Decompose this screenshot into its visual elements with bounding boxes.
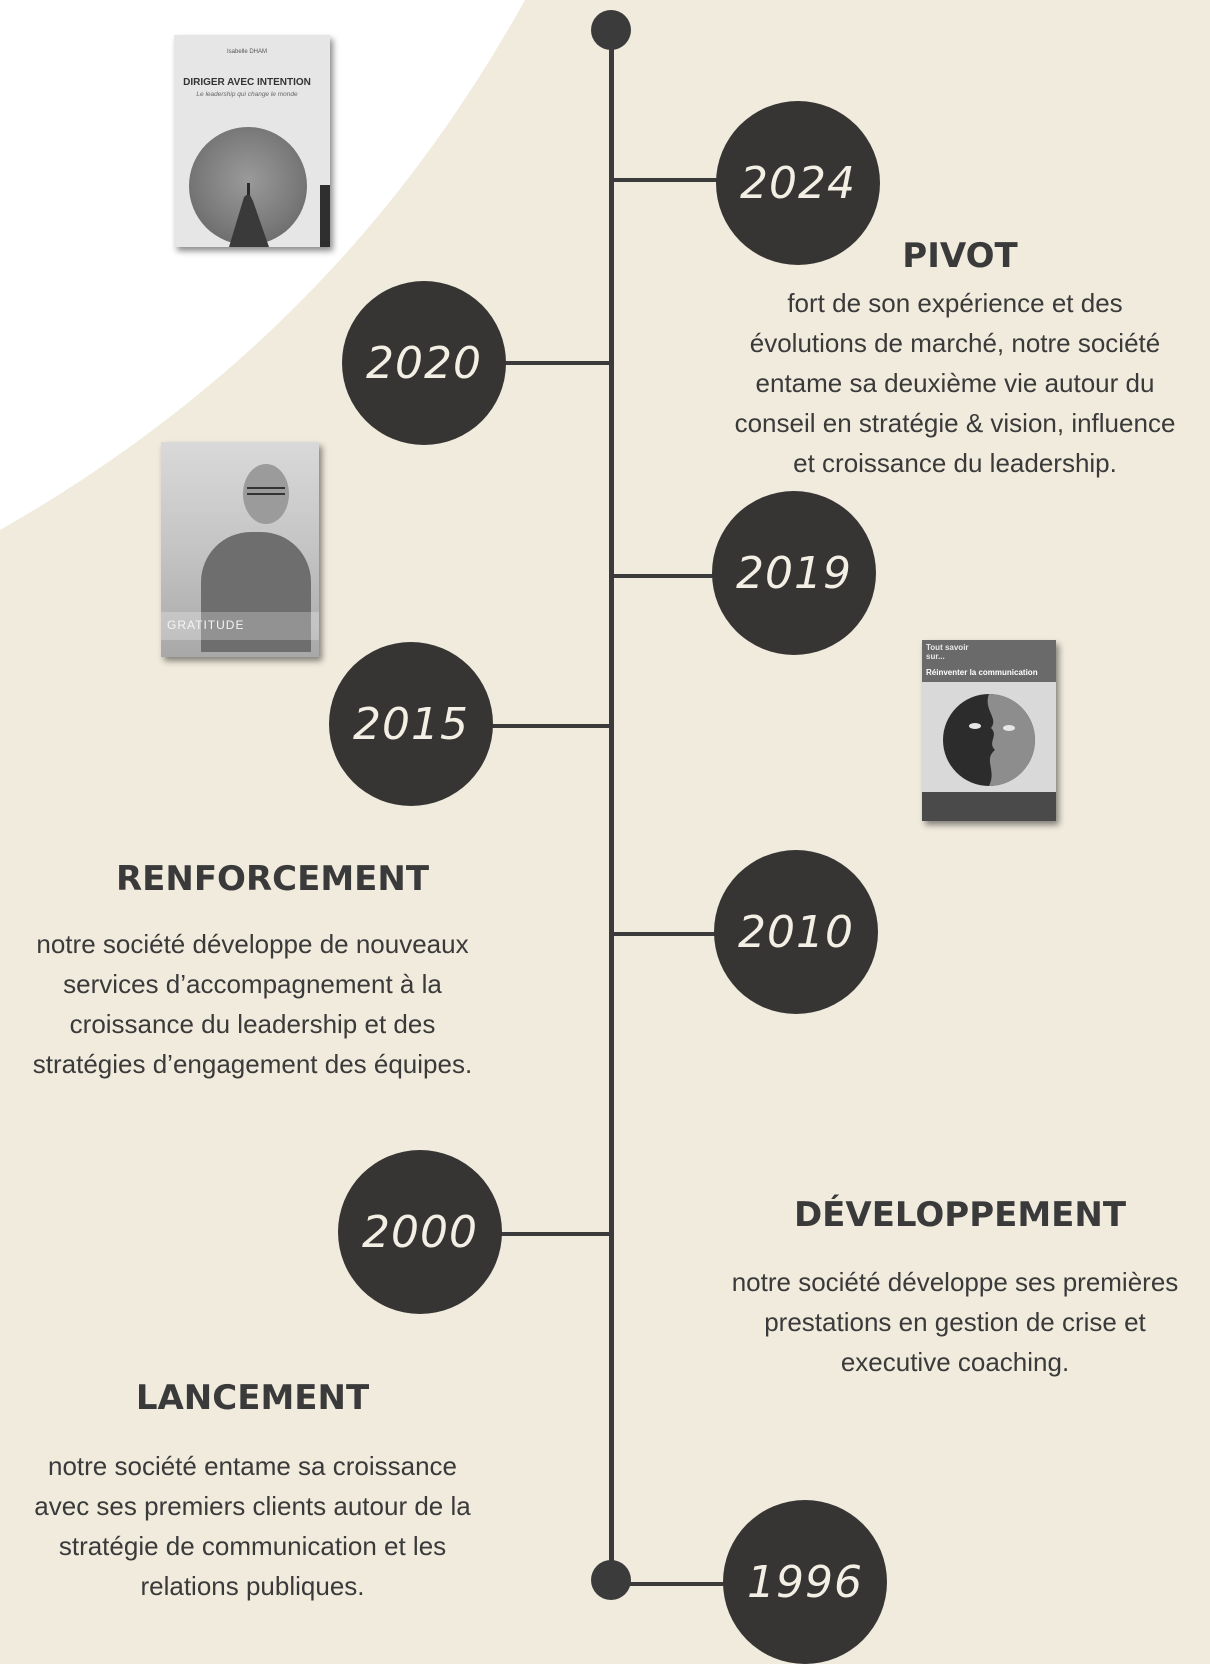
book-cover-diriger: Isabelle DHAM DIRIGER AVEC INTENTION Le … [174, 35, 330, 247]
year-label: 2019 [736, 547, 852, 599]
connector-2024 [612, 178, 724, 182]
year-circle-2024: 2024 [716, 101, 880, 265]
text-line: fort de son expérience et des [787, 288, 1123, 318]
connector-2015 [491, 724, 612, 728]
portrait-title-band [161, 612, 319, 640]
year-label: 2024 [740, 157, 856, 209]
book-footer-band [922, 792, 1056, 821]
text-line: stratégies d’engagement des équipes. [32, 1049, 473, 1079]
text-line: croissance du leadership et des [69, 1009, 436, 1039]
portrait-glasses [247, 487, 285, 495]
book-title: Réinventer la communication [926, 668, 1038, 677]
text-line: notre société développe de nouveaux [36, 929, 469, 959]
year-label: 2000 [362, 1206, 478, 1258]
year-label: 2015 [353, 698, 469, 750]
timeline-end-dot [591, 1560, 631, 1600]
year-circle-2010: 2010 [714, 850, 878, 1014]
section-text-lancement: notre société entame sa croissance avec … [0, 1446, 505, 1606]
text-line: services d’accompagnement à la [63, 969, 442, 999]
text-line: évolutions de marché, notre société [749, 328, 1161, 358]
portrait-person-body [201, 532, 311, 652]
year-circle-2020: 2020 [342, 281, 506, 445]
year-circle-1996: 1996 [723, 1500, 887, 1664]
book-spine-band [320, 185, 330, 247]
text-line: entame sa deuxième vie autour du [755, 368, 1155, 398]
section-title-renforcement: RENFORCEMENT [115, 859, 430, 899]
connector-2020 [505, 361, 612, 365]
text-line: conseil en stratégie & vision, influence [734, 408, 1176, 438]
book-cover-communication: Tout savoir sur... Réinventer la communi… [922, 640, 1056, 821]
section-text-renforcement: notre société développe de nouveaux serv… [0, 924, 505, 1084]
year-circle-2015: 2015 [329, 642, 493, 806]
year-label: 1996 [747, 1556, 863, 1608]
section-title-developpement: DÉVELOPPEMENT [793, 1195, 1127, 1235]
section-text-pivot: fort de son expérience et des évolutions… [700, 283, 1210, 483]
year-circle-2000: 2000 [338, 1150, 502, 1314]
text-line: avec ses premiers clients autour de la [34, 1491, 471, 1521]
book-header-band [922, 640, 1056, 682]
book-mountain-illustration [229, 183, 269, 247]
book-caption: GRATITUDE [167, 618, 245, 632]
text-line: stratégie de communication et les [58, 1531, 447, 1561]
section-title-lancement: LANCEMENT [135, 1378, 370, 1418]
text-line: notre société développe ses premières [731, 1267, 1179, 1297]
timeline-start-dot [591, 10, 631, 50]
book-faces-illustration [943, 694, 1035, 786]
connector-2019 [612, 574, 720, 578]
section-title-pivot: PIVOT [902, 236, 1018, 276]
timeline-rail [609, 28, 614, 1580]
text-line: relations publiques. [140, 1571, 365, 1601]
book-author: Isabelle DHAM [226, 49, 267, 55]
book-cover-portrait: GRATITUDE [161, 442, 319, 657]
text-line: prestations en gestion de crise et [764, 1307, 1146, 1337]
text-line: executive coaching. [840, 1347, 1070, 1377]
connector-1996 [612, 1582, 730, 1586]
book-title: DIRIGER AVEC INTENTION [183, 77, 311, 88]
text-line: et croissance du leadership. [793, 448, 1117, 478]
year-label: 2010 [738, 906, 854, 958]
book-series: Tout savoir sur... [926, 643, 969, 661]
connector-2010 [612, 932, 722, 936]
year-label: 2020 [366, 337, 482, 389]
section-text-developpement: notre société développe ses premières pr… [700, 1262, 1210, 1382]
connector-2000 [500, 1232, 612, 1236]
text-line: notre société entame sa croissance [48, 1451, 457, 1481]
year-circle-2019: 2019 [712, 491, 876, 655]
book-subtitle: Le leadership qui change le monde [196, 91, 298, 98]
